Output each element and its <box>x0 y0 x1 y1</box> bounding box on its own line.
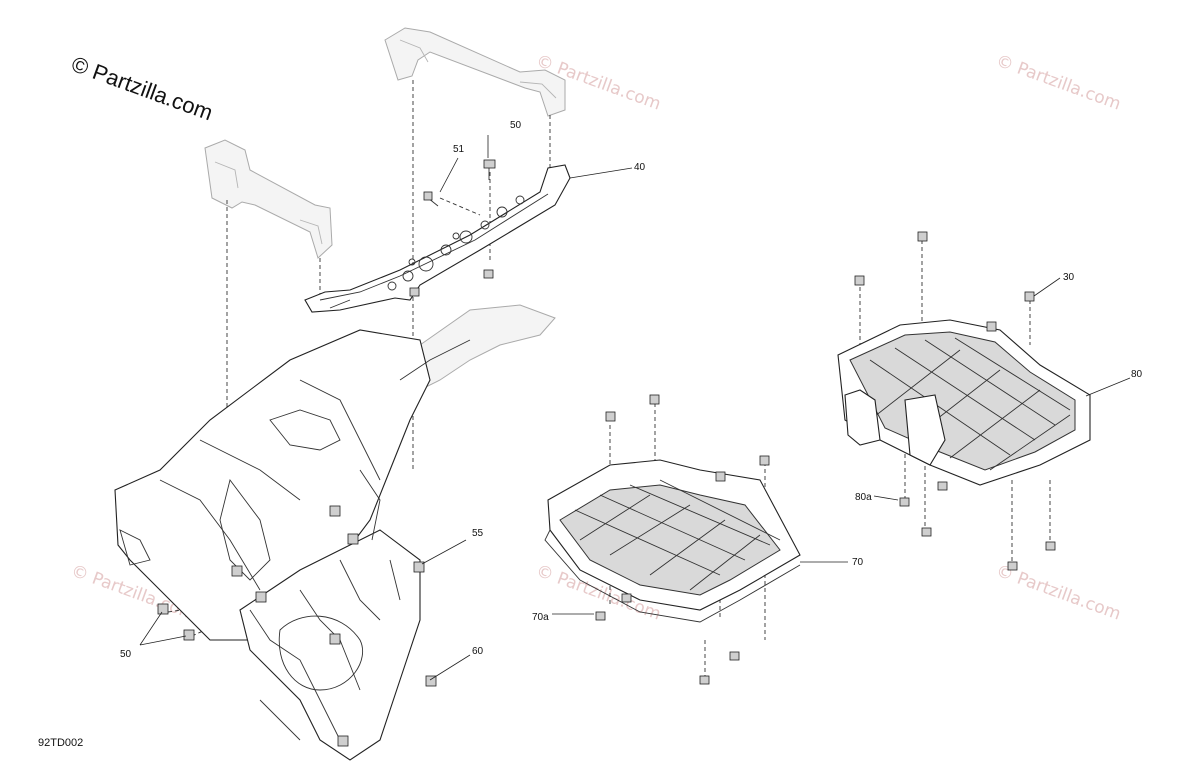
crossbar-bracket-40 <box>304 164 571 313</box>
callout-30: 30 <box>1063 272 1075 283</box>
nut-bracket-lower <box>409 269 494 297</box>
bolt-50-top <box>483 159 496 180</box>
watermark-repeat-2: © Partzilla.com <box>993 51 1123 115</box>
bolt-51 <box>423 191 439 207</box>
ghost-crossbar-upper <box>384 27 566 117</box>
callout-51: 51 <box>453 144 465 155</box>
callout-70a: 70a <box>532 612 549 623</box>
callout-80: 80 <box>1131 369 1143 380</box>
main-frame <box>114 304 556 761</box>
callout-55: 55 <box>472 528 484 539</box>
watermark-main: © Partzilla.com <box>68 51 216 125</box>
leader-lines <box>139 135 1131 681</box>
tray-70 <box>544 394 801 685</box>
tray-80 <box>837 231 1091 571</box>
callout-70: 70 <box>852 557 864 568</box>
ghost-crossbar-left <box>204 139 333 259</box>
callout-50-top: 50 <box>510 120 522 131</box>
watermark-repeat-5: © Partzilla.com <box>993 561 1123 625</box>
callouts: 50 51 40 30 80 80a 55 70 70a 60 50 <box>120 120 1143 660</box>
callout-80a: 80a <box>855 492 872 503</box>
frame-fasteners <box>157 505 437 747</box>
diagram-code: 92TD002 <box>38 737 83 749</box>
callout-40: 40 <box>634 162 646 173</box>
callout-60: 60 <box>472 646 484 657</box>
callout-50-bottom: 50 <box>120 649 132 660</box>
bracket-holes <box>387 195 525 291</box>
